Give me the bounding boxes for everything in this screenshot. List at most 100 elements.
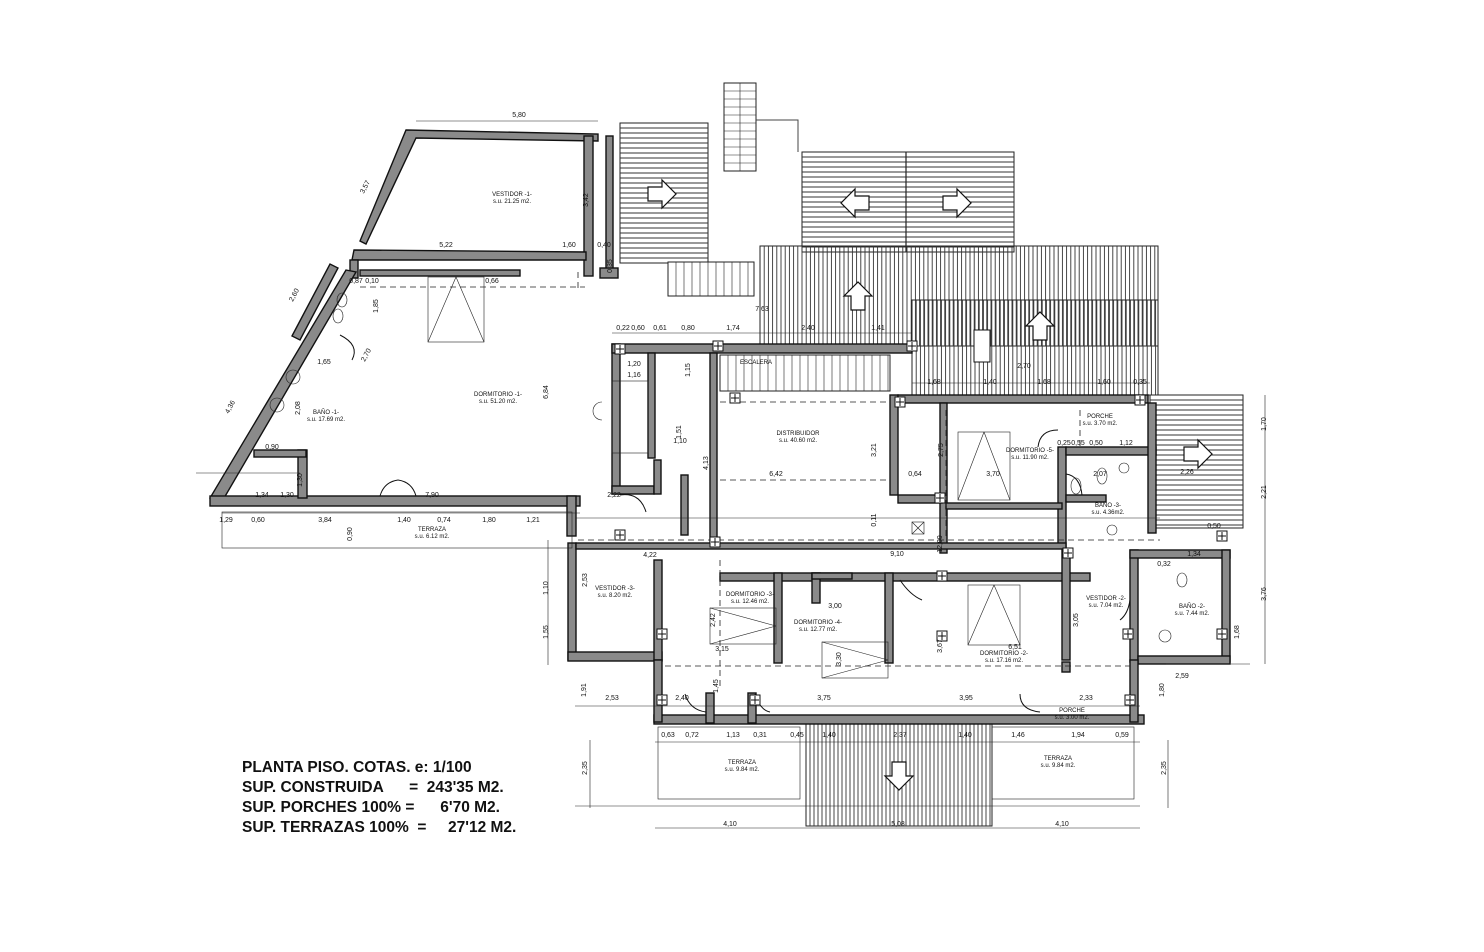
- walls: [209, 129, 1231, 800]
- dimension-d270: 2,70: [1017, 363, 1031, 370]
- dimension-d315: 3,15: [715, 646, 729, 653]
- dimension-d140: 1,40: [958, 732, 972, 739]
- dimension-d040: 0,40: [597, 242, 611, 249]
- dimension-d060: 0,60: [631, 325, 645, 332]
- room-name-dormitorio4: DORMITORIO -4-: [794, 620, 842, 626]
- dimension-d191: 1,91: [581, 683, 588, 697]
- dimension-d130: 1,30: [280, 492, 294, 499]
- dimension-d121: 1,21: [526, 517, 540, 524]
- dimension-d1209: 12,09: [937, 535, 944, 553]
- dimension-d035: 0,35: [607, 259, 614, 273]
- stairs: [667, 82, 891, 392]
- dimension-d180: 1,80: [482, 517, 496, 524]
- dimension-d253: 2,53: [582, 573, 589, 587]
- dimension-d300: 3,00: [828, 603, 842, 610]
- dimension-d155: 1,55: [543, 625, 550, 639]
- dimension-d110: 1,10: [673, 438, 687, 445]
- room-name-dormitorio1: DORMITORIO -1-: [474, 392, 522, 398]
- dimension-d120: 1,20: [627, 361, 641, 368]
- dimension-d168: 1,68: [1234, 625, 1241, 639]
- room-area-vestidor3: s.u. 8.20 m2.: [598, 593, 633, 599]
- dimension-d050: 0,50: [1089, 440, 1103, 447]
- dimension-d194: 1,94: [1071, 732, 1085, 739]
- dimension-d055: 0,55: [1071, 440, 1085, 447]
- dimension-d508: 5,08: [891, 821, 905, 828]
- dimension-d522: 5,22: [439, 242, 453, 249]
- legend-terrace-area: SUP. TERRAZAS 100% = 27'12 M2.: [242, 819, 517, 836]
- dimension-d174: 1,74: [726, 325, 740, 332]
- dimension-d112: 1,12: [1119, 440, 1133, 447]
- dimension-d160: 1,60: [1097, 379, 1111, 386]
- dimension-d129: 1,29: [219, 517, 233, 524]
- dimension-d436: 4,36: [224, 400, 237, 415]
- room-name-porche1: PORCHE: [1087, 414, 1113, 420]
- dimension-d090: 0,90: [265, 444, 279, 451]
- dimension-d684: 6,84: [543, 385, 550, 399]
- room-name-terraza2: TERRAZA: [728, 760, 756, 766]
- room-area-terraza3: s.u. 9.84 m2.: [1041, 763, 1076, 769]
- dimension-d376: 3,76: [1261, 587, 1268, 601]
- room-area-porche1: s.u. 3.70 m2.: [1083, 421, 1118, 427]
- dimension-d763: 7,63: [755, 306, 769, 313]
- dimension-d146: 1,46: [1011, 732, 1025, 739]
- dimension-d240: 2,40: [675, 695, 689, 702]
- room-name-dormitorio2: DORMITORIO -2-: [980, 651, 1028, 657]
- room-area-terraza1: s.u. 6.12 m2.: [415, 534, 450, 540]
- dimension-d367: 3,67: [937, 639, 944, 653]
- legend-porch-area: SUP. PORCHES 100% = 6'70 M2.: [242, 799, 500, 816]
- dashed-beams: [360, 272, 1160, 690]
- dimension-d116: 1,16: [627, 372, 641, 379]
- dimension-d134: 1,34: [255, 492, 269, 499]
- room-name-escalera: ESCALERA: [740, 360, 772, 366]
- beds: [427, 276, 1021, 679]
- dimension-d270: 2,70: [360, 348, 373, 363]
- dimension-d115: 1,15: [685, 363, 692, 377]
- dimension-d342: 3,42: [583, 193, 590, 207]
- dimension-d011: 0,11: [871, 513, 878, 526]
- dimension-d045: 0,45: [790, 732, 804, 739]
- dimension-d910: 9,10: [890, 551, 904, 558]
- dimension-d113: 1,13: [726, 732, 740, 739]
- dimension-d140: 1,40: [397, 517, 411, 524]
- dimension-d235: 2,35: [1161, 761, 1168, 775]
- dimension-d237: 2,37: [893, 732, 907, 739]
- room-area-vestidor2: s.u. 7.04 m2.: [1089, 603, 1124, 609]
- room-area-porche2: s.u. 3.00 m2.: [1055, 715, 1090, 721]
- room-area-distribuidor: s.u. 40.60 m2.: [779, 438, 817, 444]
- dimension-d226: 2,26: [1180, 469, 1194, 476]
- room-area-bano2: s.u. 7.44 m2.: [1175, 611, 1210, 617]
- dimension-d168: 1,68: [927, 379, 941, 386]
- room-name-bano3: BAÑO -3-: [1095, 502, 1121, 509]
- dimension-d395: 3,95: [959, 695, 973, 702]
- room-name-dormitorio3: DORMITORIO -3-: [726, 592, 774, 598]
- dimension-d207: 2,07: [1093, 471, 1107, 478]
- dimension-d321: 3,21: [871, 443, 878, 457]
- dimension-d384: 3,84: [318, 517, 332, 524]
- room-name-porche2: PORCHE: [1059, 708, 1085, 714]
- room-name-vestidor2: VESTIDOR -2-: [1086, 596, 1126, 602]
- room-name-distribuidor: DISTRIBUIDOR: [776, 431, 820, 437]
- dimension-d357: 3,57: [359, 180, 372, 195]
- dimension-d066: 0,66: [485, 278, 499, 285]
- dimension-d259: 2,59: [1175, 673, 1189, 680]
- dimension-d305: 3,05: [1073, 613, 1080, 627]
- room-name-terraza1: TERRAZA: [418, 527, 446, 533]
- room-name-terraza3: TERRAZA: [1044, 756, 1072, 762]
- column-markers: [614, 340, 1228, 706]
- dimension-d375: 3,75: [817, 695, 831, 702]
- dimension-d330: 3,30: [836, 652, 843, 666]
- dimension-d410: 4,10: [723, 821, 737, 828]
- dimension-d165: 1,65: [317, 359, 331, 366]
- room-name-dormitorio5: DORMITORIO -5-: [1006, 448, 1054, 454]
- dimension-d064: 0,64: [908, 471, 922, 478]
- dimension-d140: 1,40: [983, 379, 997, 386]
- dimension-d134: 1,34: [1187, 551, 1201, 558]
- dimension-d651: 6,51: [1008, 644, 1022, 651]
- dimension-d130: 1,30: [297, 473, 304, 487]
- room-area-bano3: s.u. 4.36m2.: [1091, 510, 1124, 516]
- dimension-d185: 1,85: [373, 299, 380, 313]
- dimension-d233: 2,33: [1079, 695, 1093, 702]
- dimension-d035: 0,35: [1133, 379, 1147, 386]
- dimension-d275: 2,75: [938, 443, 945, 457]
